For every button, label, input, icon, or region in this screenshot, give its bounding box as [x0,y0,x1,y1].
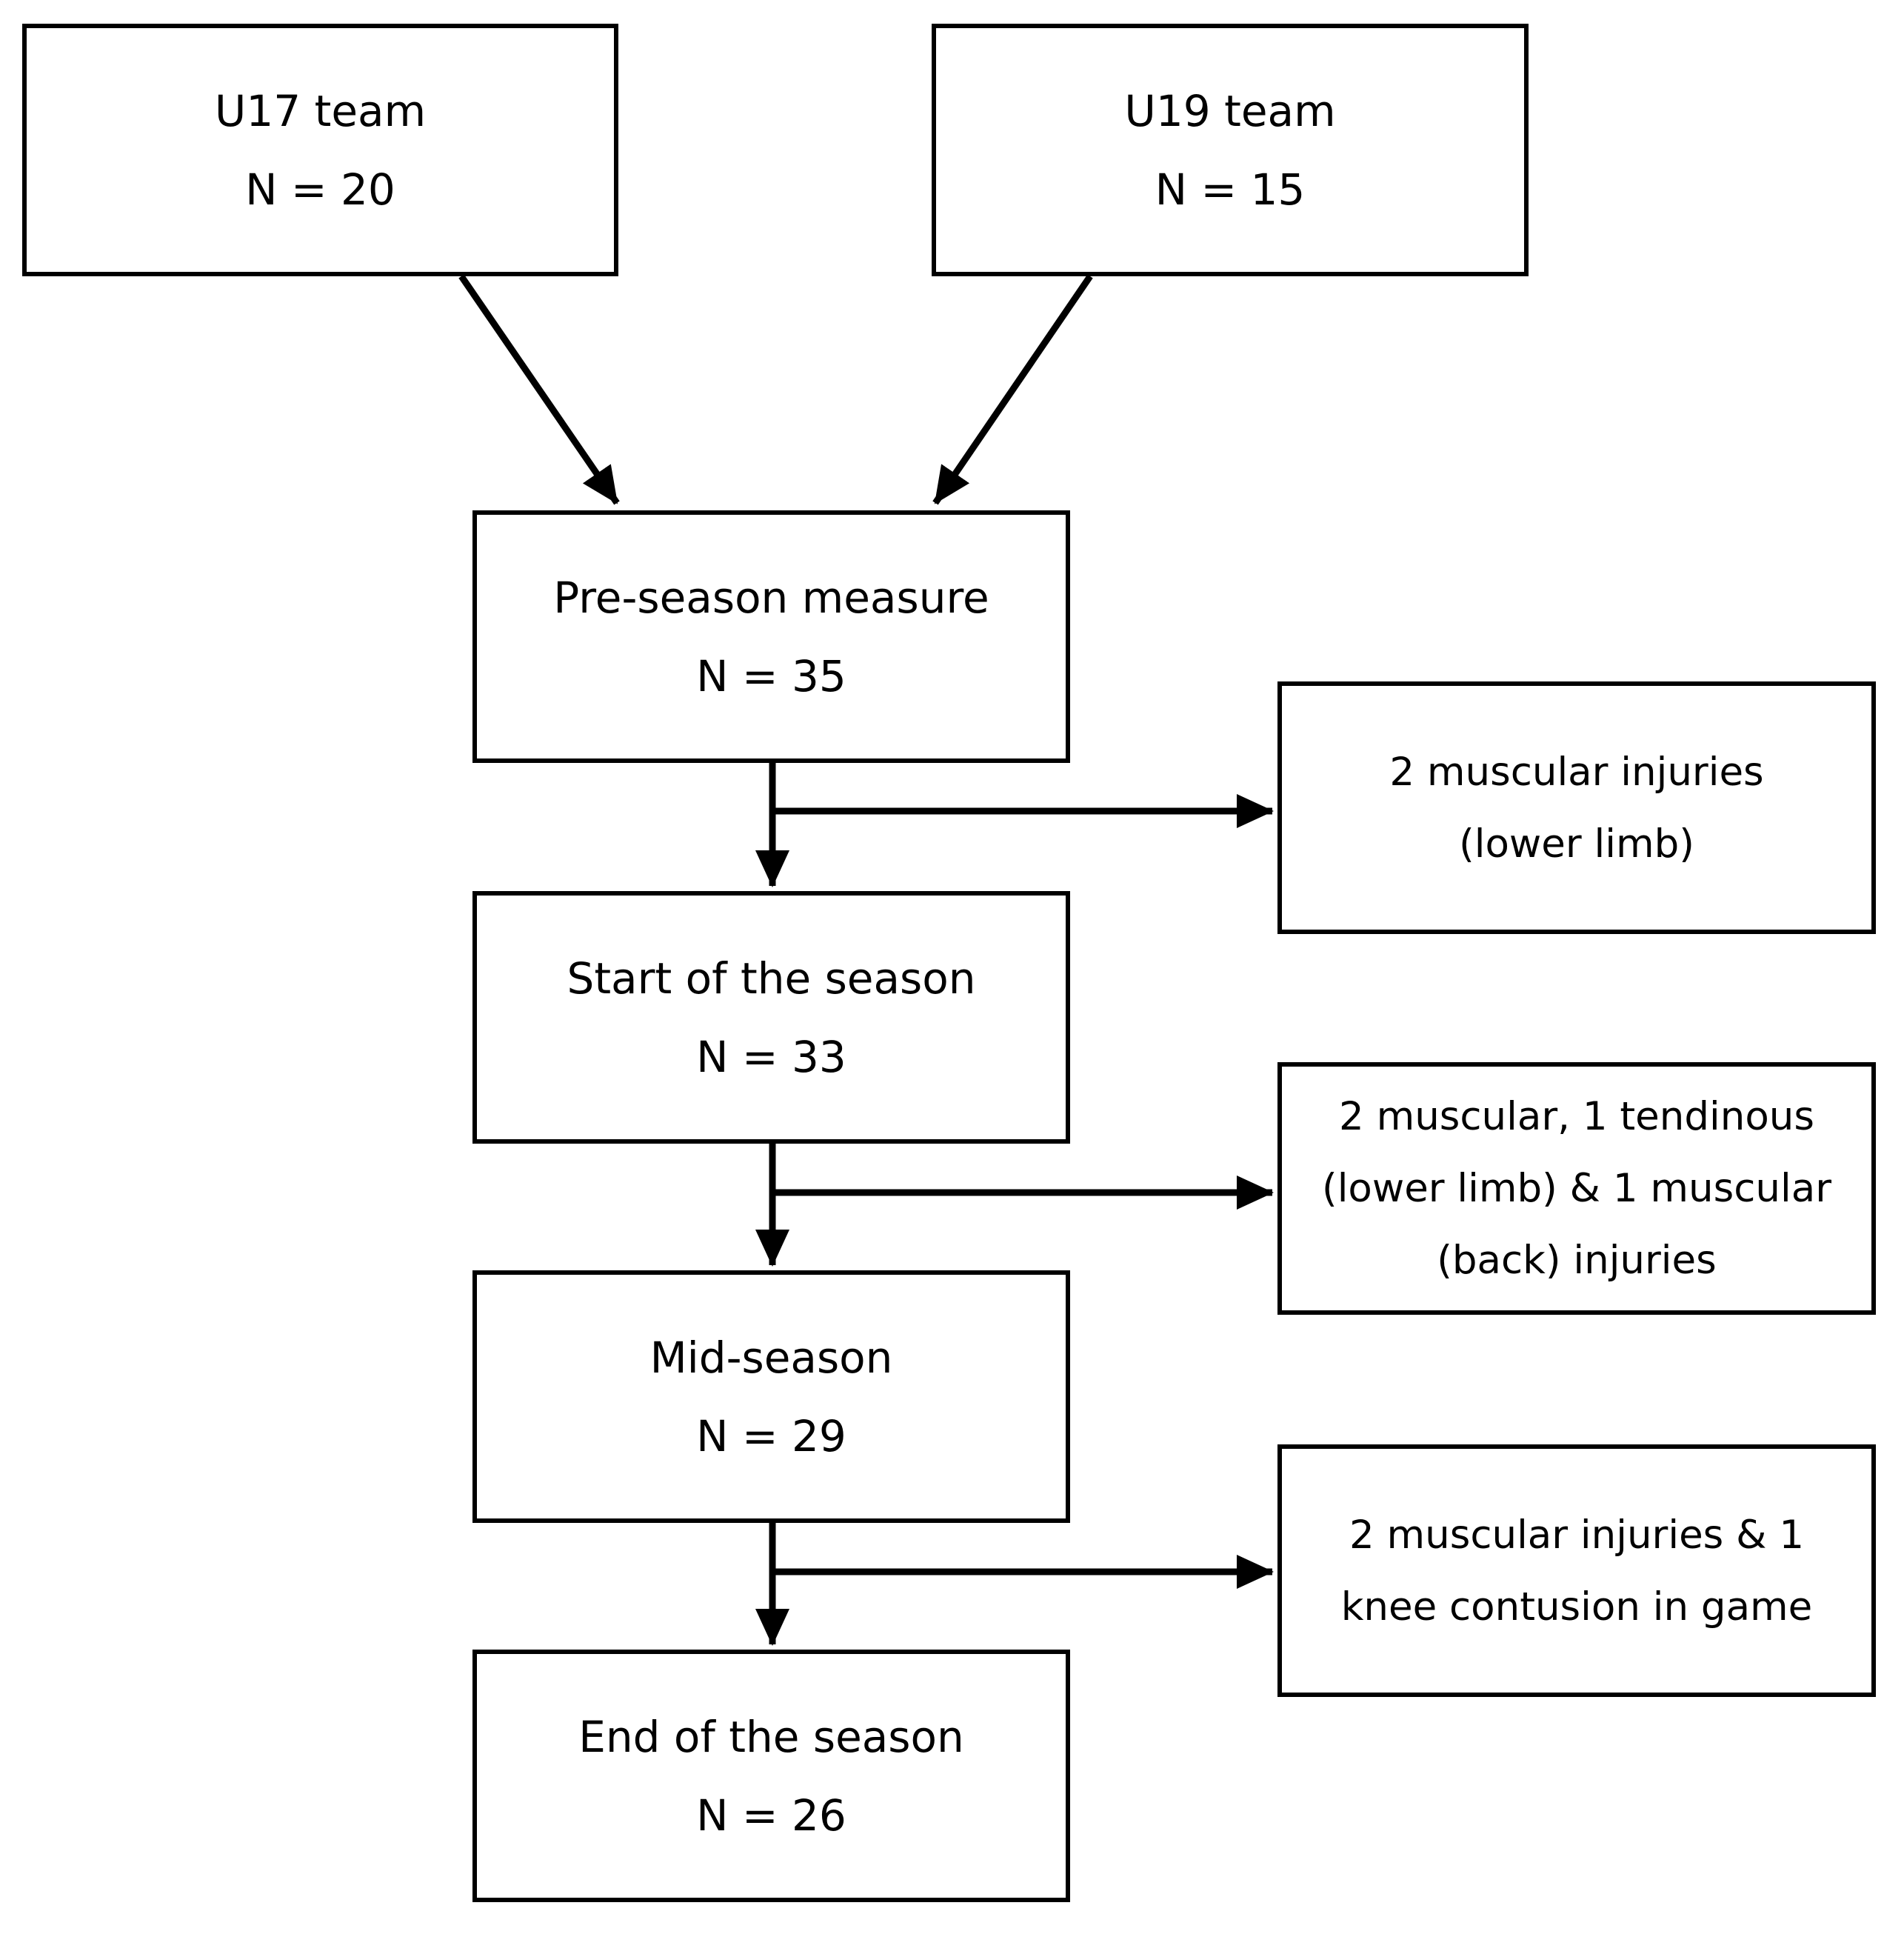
dropout-text-line: (back) injuries [1437,1238,1717,1283]
dropout-text-line: 2 muscular injuries [1389,749,1764,795]
box-title: Mid-season [649,1332,893,1383]
dropout-box-after-preseason: 2 muscular injuries (lower limb) [1277,681,1876,934]
box-title: U19 team [1124,85,1336,136]
dropout-text-line: 2 muscular injuries & 1 [1349,1512,1805,1558]
u19-team-box: U19 team N = 15 [932,24,1529,276]
dropout-box-after-start: 2 muscular, 1 tendinous (lower limb) & 1… [1277,1062,1876,1315]
end-of-season-box: End of the season N = 26 [472,1650,1070,1902]
dropout-text-line: knee contusion in game [1340,1584,1813,1630]
pre-season-box: Pre-season measure N = 35 [472,510,1070,763]
start-of-season-box: Start of the season N = 33 [472,891,1070,1144]
dropout-box-after-mid: 2 muscular injuries & 1 knee contusion i… [1277,1444,1876,1697]
dropout-text-line: 2 muscular, 1 tendinous [1339,1094,1814,1139]
box-title: End of the season [578,1711,964,1762]
box-count: N = 26 [696,1790,846,1841]
mid-season-box: Mid-season N = 29 [472,1270,1070,1523]
box-count: N = 20 [245,164,395,215]
arrow-u19-to-preseason [932,274,1093,505]
box-title: U17 team [214,85,427,136]
box-count: N = 15 [1155,164,1306,215]
box-count: N = 29 [696,1410,846,1461]
u17-team-box: U17 team N = 20 [22,24,618,276]
dropout-text-line: (lower limb) [1459,821,1694,867]
dropout-text-line: (lower limb) & 1 muscular [1322,1166,1831,1211]
box-count: N = 35 [696,650,846,701]
box-count: N = 33 [696,1031,846,1082]
arrow-u17-to-preseason [458,274,620,505]
box-title: Start of the season [567,953,976,1004]
box-title: Pre-season measure [553,572,989,623]
